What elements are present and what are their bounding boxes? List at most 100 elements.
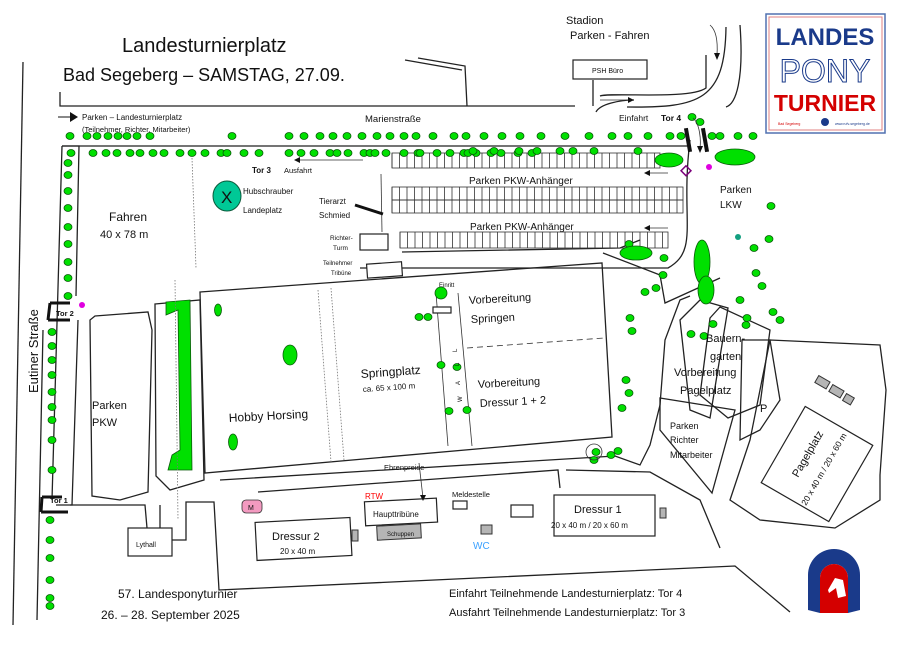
label-parken-richter-3: Mitarbeiter (670, 450, 713, 460)
label-parken-anhaenger-2: Parken PKW-Anhänger (470, 222, 574, 233)
tree-icon (624, 389, 634, 397)
tree-icon (66, 149, 76, 157)
label-parken-fahren: Parken - Fahren (570, 30, 649, 42)
landesponyturnier-logo: LANDES PONY TURNIER Bad Segeberg www.ruf… (765, 13, 886, 134)
label-meldestelle: Meldestelle (452, 490, 490, 499)
dressur2-box (254, 516, 353, 562)
logo-footer-left: Bad Segeberg (778, 122, 800, 126)
tree-icon (449, 132, 459, 140)
tree-icon (749, 244, 759, 252)
tree-icon (658, 271, 668, 279)
tree-icon (497, 132, 507, 140)
psh-buero-box (572, 59, 648, 80)
tree-icon (584, 132, 594, 140)
tree-icon (122, 132, 132, 140)
tree-icon (342, 132, 352, 140)
tree-icon (555, 147, 565, 155)
label-stadion: Stadion (566, 15, 603, 27)
tree-icon (103, 132, 113, 140)
tree-icon (254, 149, 264, 157)
tree-icon (607, 132, 617, 140)
tree-icon (489, 147, 499, 155)
logo-line2: PONY (780, 53, 871, 89)
wall-letter: L (455, 362, 461, 366)
footer-einfahrt: Einfahrt Teilnehmende Landesturnierplatz… (449, 588, 682, 600)
tree-icon (200, 149, 210, 157)
tree-icon (45, 576, 55, 584)
tree-icon (47, 342, 57, 350)
label-ausfahrt: Ausfahrt (284, 166, 313, 175)
tree-icon (299, 132, 309, 140)
tree-icon (707, 132, 717, 140)
label-springplatz: Springplatz (360, 363, 421, 381)
tree-icon (315, 132, 325, 140)
footer-event: 57. Landesponyturnier (118, 587, 237, 601)
label-vorb-springen-1: Vorbereitung (469, 292, 532, 307)
tree-icon (63, 240, 73, 248)
roads (12, 24, 887, 626)
helipad (212, 180, 242, 212)
label-tor4: Tor 4 (661, 113, 681, 123)
tree-icon (751, 269, 761, 277)
tree-icon (452, 363, 462, 371)
tree-icon (415, 149, 425, 157)
label-dressur1: Dressur 1 (574, 504, 622, 516)
tree-icon (343, 149, 353, 157)
tree-icon (411, 132, 421, 140)
tree-icon (45, 554, 55, 562)
label-vorb-dressur-2: Dressur 1 + 2 (480, 395, 547, 410)
tree-icon (617, 404, 627, 412)
label-rtw: RTW (365, 492, 384, 501)
tree-icon (135, 149, 145, 157)
label-landeplatz: Landeplatz (243, 206, 282, 215)
tree-icon (766, 202, 776, 210)
tree-icon (768, 308, 778, 316)
tree-icon (514, 147, 524, 155)
label-dressur1-size: 20 x 40 m / 20 x 60 m (551, 521, 628, 530)
tree-icon (239, 149, 249, 157)
label-ehrenpreise: Ehrenpreise (384, 463, 424, 472)
tree-icon (633, 147, 643, 155)
label-tribuene-small: Tribüne (331, 271, 352, 277)
pagelplatz-box (760, 405, 874, 523)
buildings (39, 24, 874, 562)
label-dressur2: Dressur 2 (272, 531, 320, 543)
label-bauerngarten-2: garten (710, 351, 741, 363)
label-springplatz-size: ca. 65 x 100 m (363, 381, 416, 394)
label-tor3: Tor 3 (252, 166, 272, 175)
tree-icon (468, 147, 478, 155)
tree-icon (63, 159, 73, 167)
tree-icon (627, 327, 637, 335)
tree-icon (328, 132, 338, 140)
tree-icon (132, 132, 142, 140)
label-hobby-horsing: Hobby Horsing (228, 407, 308, 425)
label-m: M (248, 505, 254, 512)
tree-icon (414, 313, 424, 321)
tree-icon (47, 388, 57, 396)
tree-icon (591, 448, 601, 456)
tree-icon (47, 328, 57, 336)
tree-icon (112, 149, 122, 157)
tree-icon (757, 282, 767, 290)
tree-icon (357, 132, 367, 140)
wall-letter: A (456, 381, 462, 385)
tree-icon (741, 321, 751, 329)
parking-row (391, 152, 661, 169)
tree-icon (101, 149, 111, 157)
label-parken-richter-1: Parken (670, 421, 699, 431)
tree-icon (436, 361, 446, 369)
tree-icon (65, 132, 75, 140)
label-fahren-size: 40 x 78 m (100, 229, 148, 241)
tree-icon (699, 332, 709, 340)
label-bauerngarten-1: Bauern- (706, 333, 745, 345)
tree-icon (228, 433, 238, 451)
label-hubschrauber: Hubschrauber (243, 187, 294, 196)
label-tor1: Tor 1 (50, 496, 68, 505)
tree-icon (222, 149, 232, 157)
tree-icon (47, 403, 57, 411)
dressur1-box (553, 494, 656, 537)
tree-icon (775, 316, 785, 324)
tree-icon (676, 132, 686, 140)
tree-icon (45, 516, 55, 524)
label-eutiner-strasse: Eutiner Straße (26, 309, 41, 393)
